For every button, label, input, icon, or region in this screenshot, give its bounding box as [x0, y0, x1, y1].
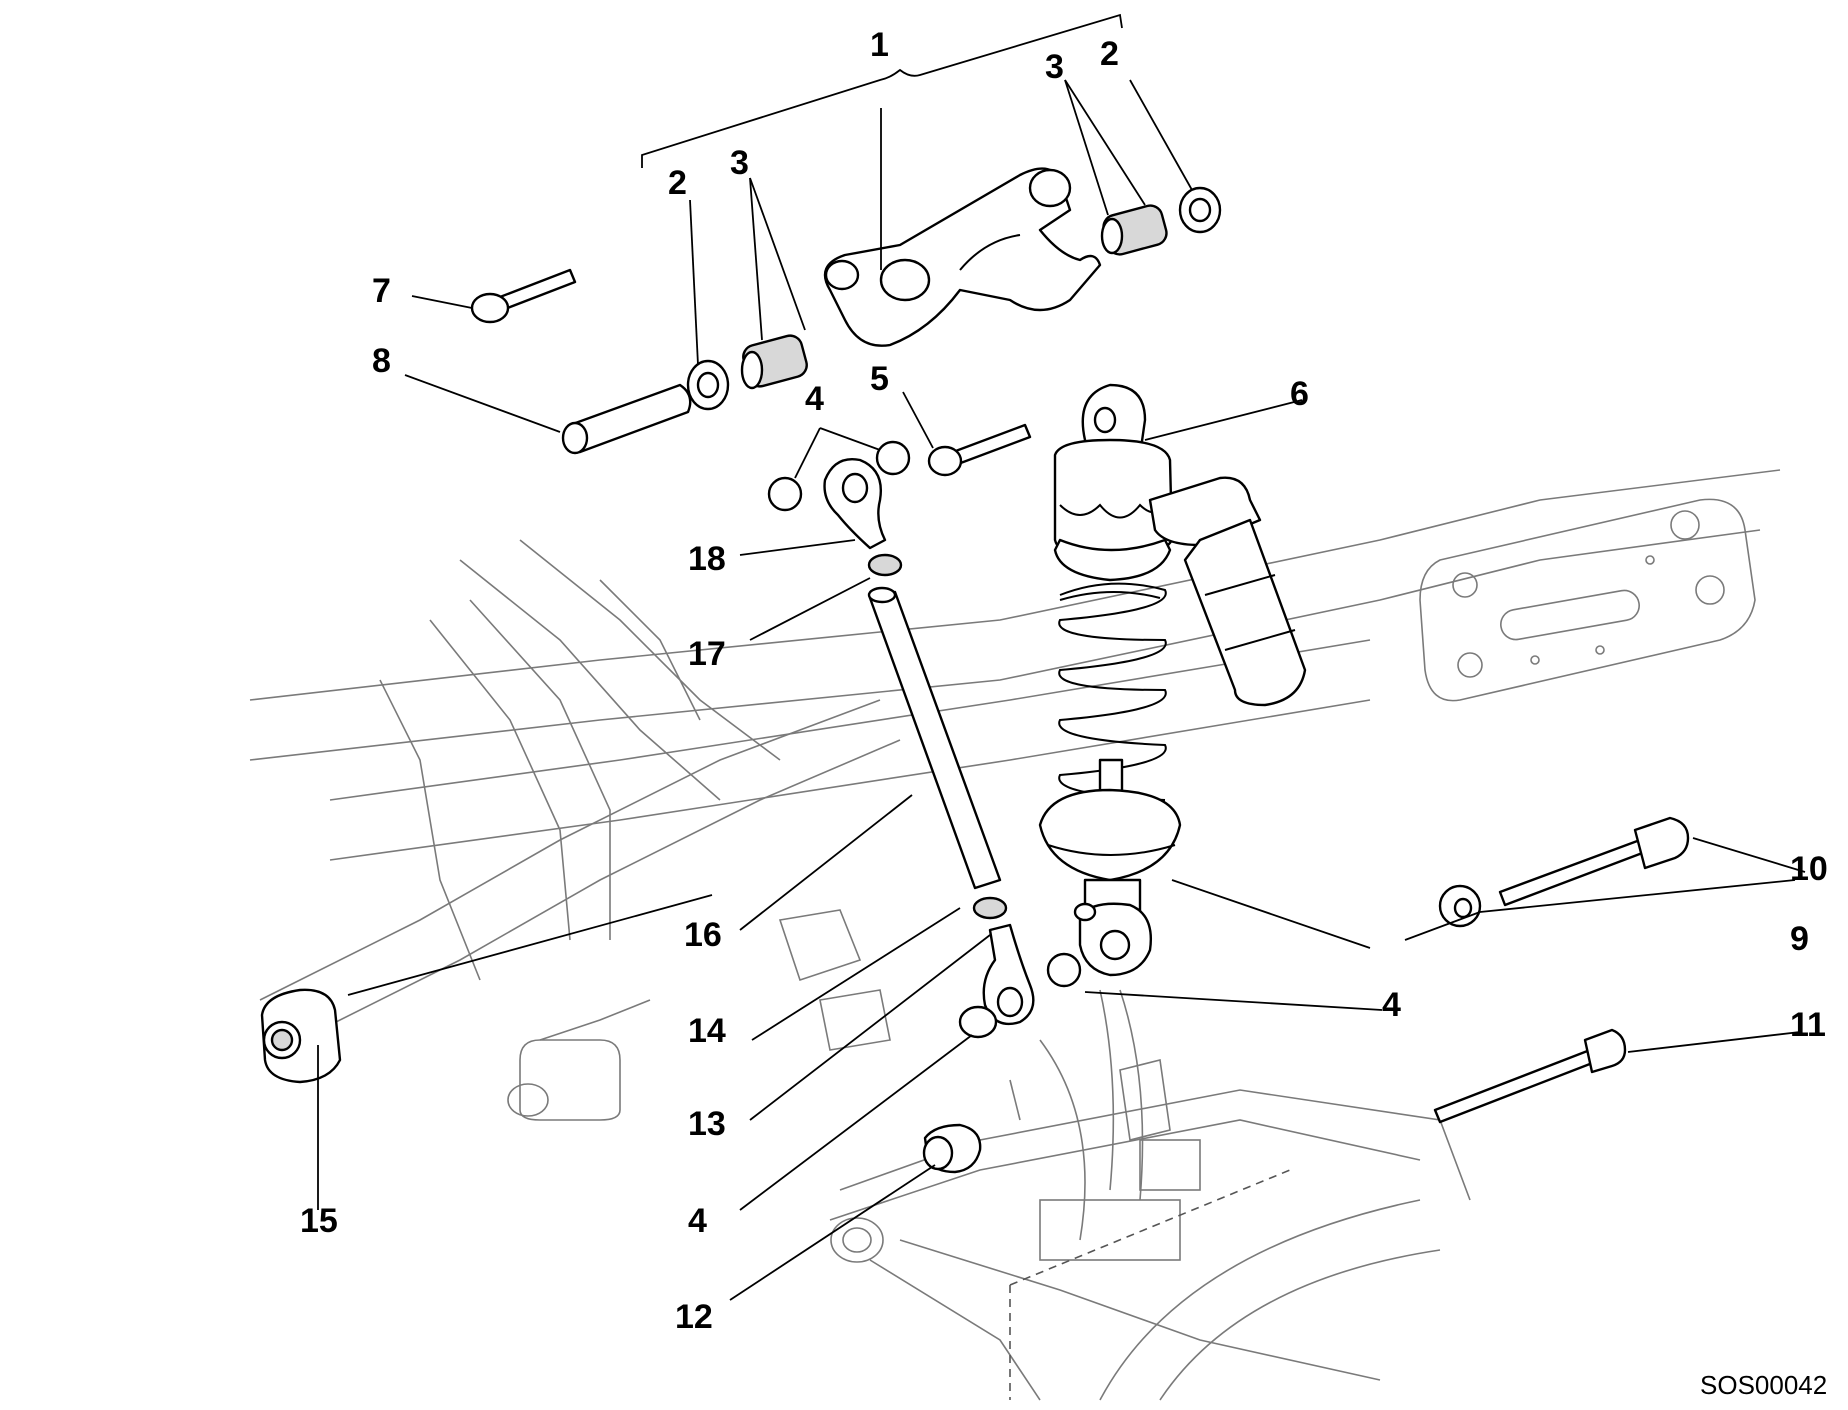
seal-ring-right: [1178, 186, 1222, 234]
bush-upper-right: [875, 440, 911, 476]
callout-7: 7: [372, 272, 391, 310]
drawing-code: SOS00042: [1700, 1370, 1827, 1400]
callout-18: 18: [688, 540, 726, 578]
callout-13: 13: [688, 1105, 726, 1143]
rocker-arm: [823, 167, 1102, 347]
callout-11: 11: [1790, 1006, 1826, 1044]
callout-10: 10: [1790, 850, 1828, 888]
callout-15: 15: [300, 1202, 338, 1240]
swingarm-long-bolt: [1433, 1028, 1627, 1124]
seal-ring-left: [686, 359, 730, 411]
needle-bearings-left: [740, 334, 808, 390]
callout-3-right: 3: [1045, 48, 1064, 86]
callout-2-right: 2: [1100, 35, 1119, 73]
callout-6: 6: [1290, 375, 1309, 413]
lower-rod-end: [982, 923, 1035, 1026]
callout-17: 17: [688, 635, 726, 673]
callout-14: 14: [688, 1012, 726, 1050]
needle-bearings-right: [1100, 204, 1168, 256]
shock-lower-bolt: [1498, 816, 1690, 907]
callout-3-left: 3: [730, 144, 749, 182]
rocker-assembly-bracket: [641, 13, 1123, 168]
callout-4-upper: 4: [805, 380, 824, 418]
lower-lock-nut: [972, 896, 1008, 920]
bush-lower-left: [958, 1005, 998, 1039]
spacer-tube: [561, 383, 692, 455]
callout-9: 9: [1790, 920, 1809, 958]
callout-labels: 1 2 3 3 2 7 8 4 5 6 18 17 10 9 16 4 11 1…: [300, 26, 1828, 1336]
upper-rod-end: [823, 458, 887, 550]
motorcycle-frame-outline: [249, 469, 1781, 1401]
upper-lock-nut: [867, 553, 903, 577]
rear-shock-absorber: [1038, 383, 1307, 977]
callout-1: 1: [870, 26, 889, 64]
callout-2-left: 2: [668, 164, 687, 202]
leader-lines: [317, 79, 1806, 1301]
linkage-bolt: [927, 423, 1032, 477]
callout-5: 5: [870, 360, 889, 398]
tie-rod: [867, 586, 1002, 890]
rocker-bolt: [470, 268, 577, 324]
callout-4-right: 4: [1382, 986, 1401, 1024]
frame-bush: [922, 1123, 982, 1174]
callout-16: 16: [684, 916, 722, 954]
callout-4-lower: 4: [688, 1202, 707, 1240]
bush-upper-left: [767, 476, 803, 512]
callout-12: 12: [675, 1298, 713, 1336]
frame-cap: [260, 988, 342, 1084]
callout-8: 8: [372, 342, 391, 380]
bush-lower-right: [1046, 952, 1082, 988]
